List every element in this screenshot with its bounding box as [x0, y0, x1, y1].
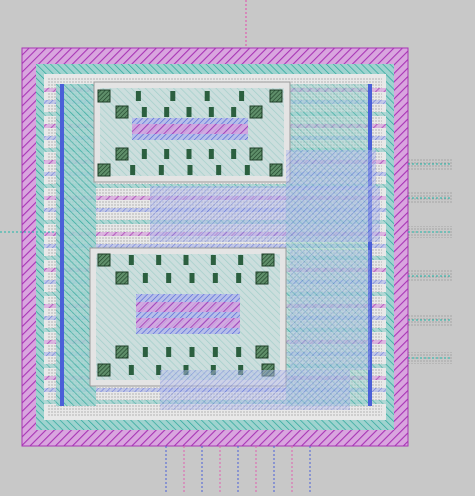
poly-contact [210, 255, 216, 265]
contact-via [97, 363, 111, 377]
poly-contact [130, 165, 136, 175]
contact-via [115, 271, 129, 285]
contact-via [97, 163, 111, 177]
contact-via [97, 253, 111, 267]
poly-contact [183, 255, 189, 265]
poly-contact [186, 107, 192, 117]
poly-contact [141, 107, 147, 117]
contact-via [115, 147, 129, 161]
poly-contact [142, 347, 148, 357]
routing-rail [44, 244, 386, 248]
poly-contact [128, 255, 134, 265]
contact-via [255, 271, 269, 285]
contact-via [261, 253, 275, 267]
interconnect-mesh-low [160, 250, 370, 410]
poly-contact [164, 149, 170, 159]
poly-contact [156, 365, 162, 375]
poly-contact [158, 165, 164, 175]
poly-contact [239, 91, 245, 101]
upper-contacts [97, 89, 283, 177]
poly-contact [156, 255, 162, 265]
poly-contact [236, 347, 242, 357]
poly-contact [204, 91, 210, 101]
poly-contact [216, 165, 222, 175]
poly-contact [128, 365, 134, 375]
poly-contact [166, 347, 172, 357]
poly-contact [166, 273, 172, 283]
poly-contact [135, 91, 141, 101]
poly-contact [212, 273, 218, 283]
poly-contact [189, 273, 195, 283]
poly-contact [141, 149, 147, 159]
poly-contact [244, 165, 250, 175]
poly-contact [170, 91, 176, 101]
lower-transistor-array [89, 247, 287, 387]
io-pins-right [408, 158, 452, 364]
poly-contact [212, 347, 218, 357]
poly-contact [208, 149, 214, 159]
contact-via [269, 163, 283, 177]
poly-contact [164, 107, 170, 117]
poly-contact [189, 347, 195, 357]
contact-via [255, 345, 269, 359]
contact-via [249, 147, 263, 161]
poly-contact [238, 255, 244, 265]
io-pins-bottom [165, 446, 311, 494]
poly-contact [231, 149, 237, 159]
upper-transistor-array [93, 81, 291, 183]
poly-contact [208, 107, 214, 117]
poly-contact [142, 273, 148, 283]
poly-contact [236, 273, 242, 283]
contact-via [115, 345, 129, 359]
contact-via [269, 89, 283, 103]
contact-via [249, 105, 263, 119]
poly-contact [186, 149, 192, 159]
poly-contact [231, 107, 237, 117]
left-well-column [56, 84, 96, 406]
contact-via [97, 89, 111, 103]
interconnect-mesh-mid [150, 150, 380, 242]
contact-via [115, 105, 129, 119]
poly-contact [187, 165, 193, 175]
